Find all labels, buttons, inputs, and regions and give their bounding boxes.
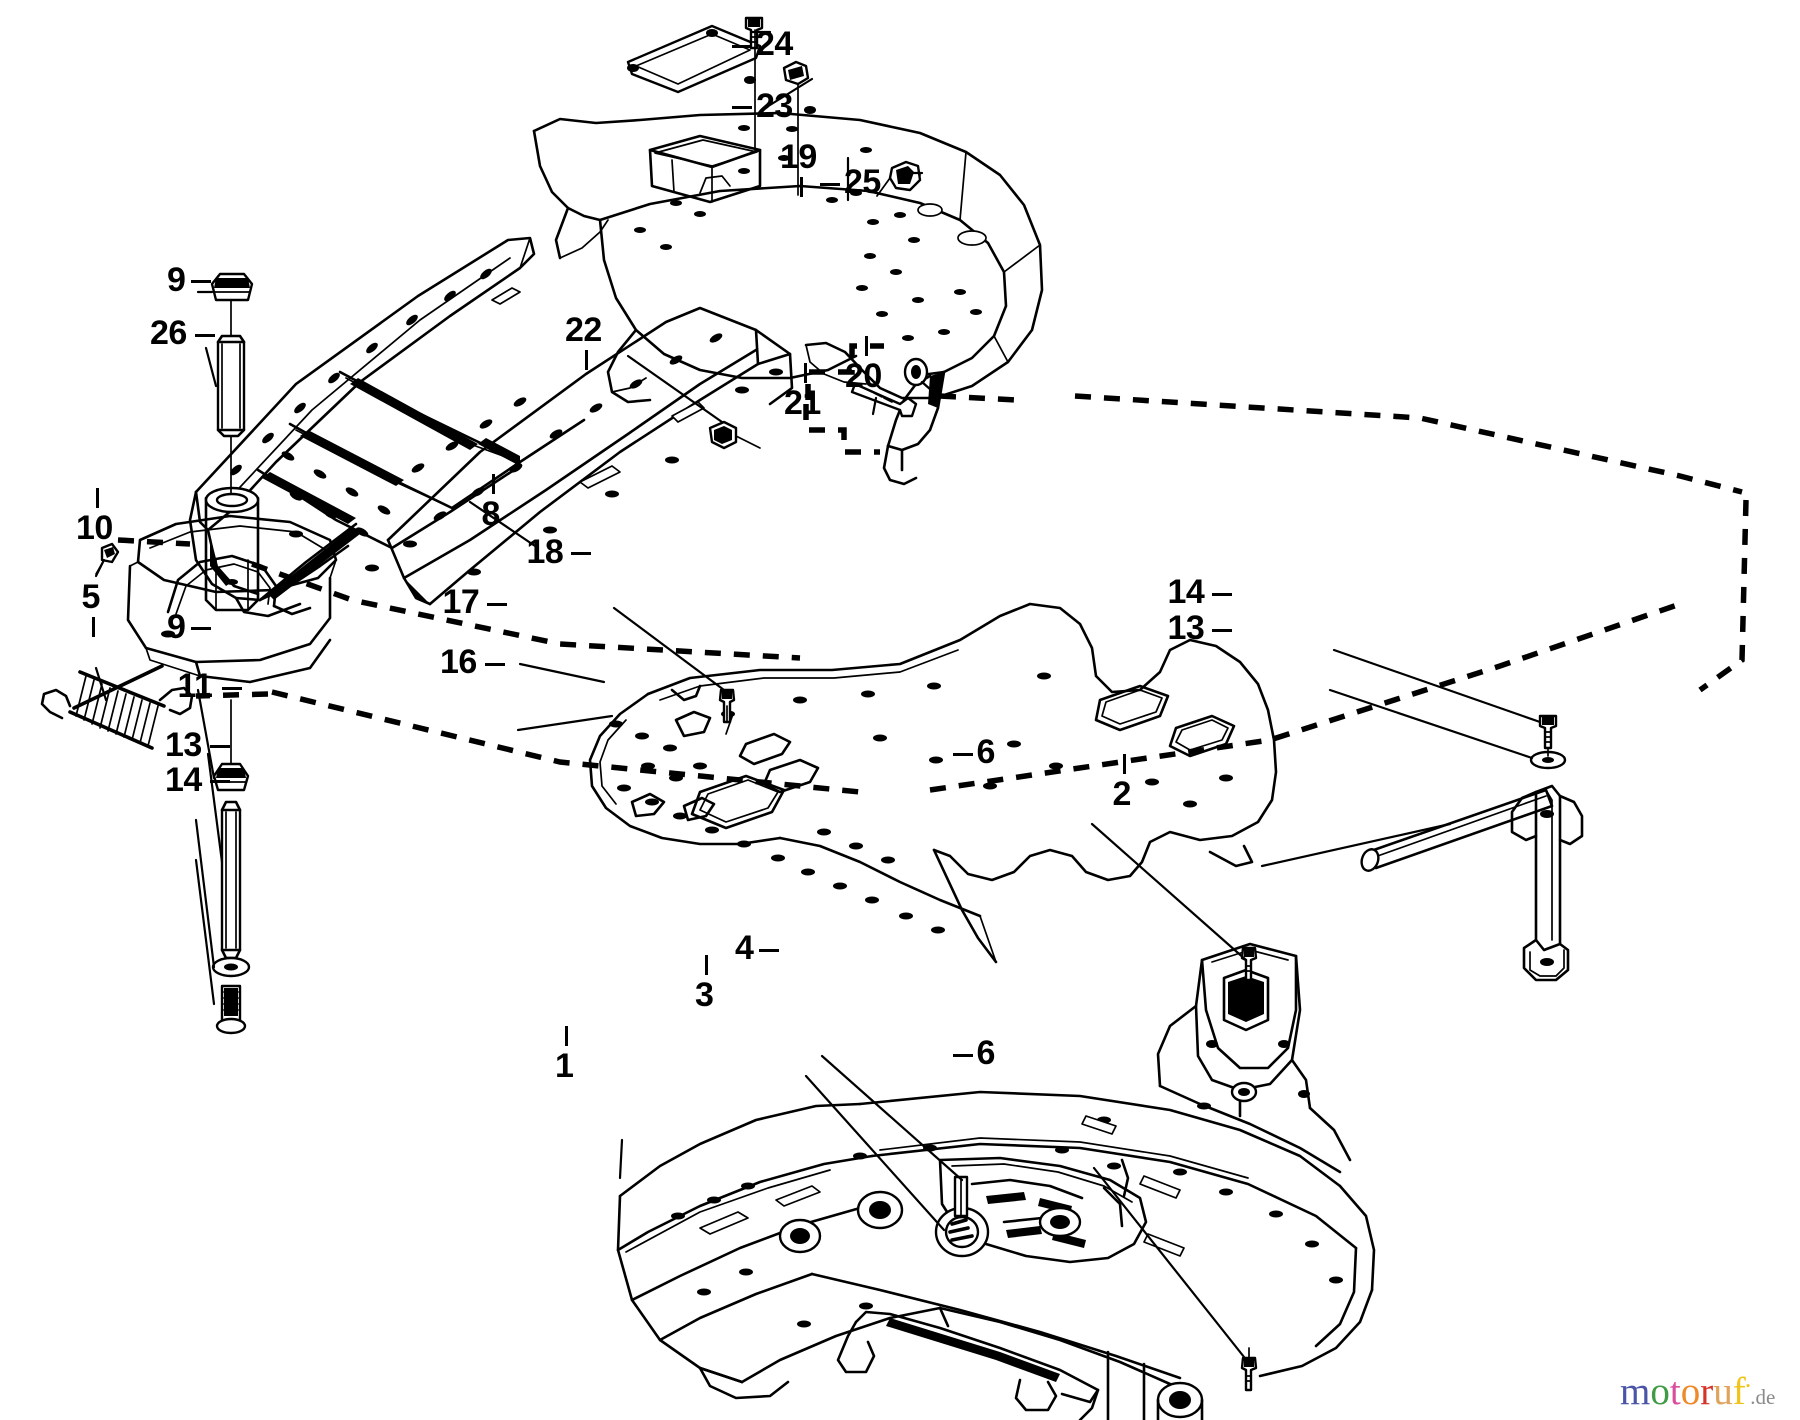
callout-tick-16 (484, 662, 505, 666)
callout-6: 6 (976, 1034, 996, 1072)
callout-2: 2 (1112, 774, 1132, 813)
callout-tick-4 (759, 948, 780, 952)
callout-tick-1 (565, 1025, 569, 1046)
callout-21: 21 (784, 384, 821, 422)
callout-tick-20 (865, 336, 869, 356)
nut-22-part (708, 420, 761, 450)
leader-lines (94, 30, 1542, 1364)
callout-tick-3 (705, 954, 709, 975)
callout-25: 25 (844, 163, 881, 201)
spacer-26-assembly (210, 272, 254, 495)
callout-9: 9 (167, 607, 186, 646)
callout-23: 23 (756, 86, 793, 125)
callout-14: 14 (1167, 573, 1205, 611)
callout-24: 24 (756, 25, 793, 63)
watermark-letter: u (1713, 1370, 1733, 1413)
callout-tick-9 (191, 280, 212, 284)
rod-11-assembly (211, 699, 251, 1035)
callout-5: 5 (81, 578, 101, 616)
watermark-letter: o (1680, 1370, 1701, 1413)
screw-21-part (850, 382, 918, 418)
callout-11: 11 (177, 667, 213, 705)
callout-16: 16 (440, 643, 477, 681)
callout-tick-22 (585, 350, 589, 370)
callout-tick-6 (952, 752, 973, 756)
callout-tick-6 (952, 1053, 973, 1057)
callout-3: 3 (695, 975, 714, 1014)
watermark-dot-accent: • (1745, 1378, 1751, 1393)
callout-1: 1 (555, 1046, 574, 1085)
screw-18-part (718, 688, 736, 735)
callout-tick-13 (209, 745, 230, 749)
bushing-20-part (903, 357, 929, 387)
callout-tick-9 (191, 627, 212, 631)
callout-tick-21 (804, 363, 808, 383)
callout-tick-8 (491, 473, 495, 494)
callout-8: 8 (481, 494, 501, 533)
callout-13: 13 (165, 725, 202, 764)
callout-18: 18 (526, 532, 564, 571)
watermark-letter: o (1650, 1370, 1670, 1413)
rear-mount-tower (1156, 942, 1312, 1118)
callout-9: 9 (167, 260, 186, 299)
callout-10: 10 (76, 509, 113, 547)
callout-13: 13 (1167, 609, 1205, 647)
callout-tick-17 (487, 602, 508, 606)
callout-tick-18 (571, 552, 592, 556)
callout-14: 14 (165, 760, 202, 799)
tension-spring-5-part (40, 664, 194, 750)
callout-tick-14 (209, 780, 230, 784)
screw-6-top-part (1240, 946, 1258, 997)
cover-plate-part (626, 24, 816, 114)
callout-17: 17 (442, 583, 480, 621)
clip-nut-25-part (876, 160, 922, 197)
screw-6-bottom-part (1240, 1347, 1258, 1392)
callout-20: 20 (845, 357, 882, 395)
watermark-letter: m (1620, 1370, 1651, 1413)
motoruf-watermark: motoruf•.de (1620, 1372, 1775, 1411)
callout-tick-25 (820, 182, 840, 186)
callout-6: 6 (976, 733, 996, 771)
callout-22: 22 (565, 311, 602, 349)
upper-frame-assembly (95, 236, 794, 684)
watermark-tld: .de (1750, 1385, 1776, 1409)
callout-tick-26 (194, 333, 215, 337)
watermark-letter: t (1669, 1370, 1681, 1413)
callout-tick-13 (1212, 628, 1233, 632)
callout-tick-14 (1212, 592, 1233, 596)
lower-frame-assembly (616, 942, 1376, 1420)
bushing-3-part (934, 1206, 990, 1258)
callout-tick-2 (1122, 753, 1126, 774)
callout-tick-19 (800, 177, 804, 197)
callout-26: 26 (150, 314, 187, 352)
axle-and-bracket-assembly (1360, 714, 1584, 982)
callout-tick-23 (732, 106, 752, 110)
callout-tick-24 (732, 44, 752, 48)
screw-4-part (953, 1175, 969, 1218)
callout-tick-10 (96, 488, 100, 508)
callout-19: 19 (780, 138, 817, 176)
watermark-letter: f (1732, 1370, 1746, 1413)
watermark-letter: r (1700, 1370, 1714, 1413)
callout-tick-11 (222, 686, 243, 690)
floor-panel-assembly (588, 602, 1278, 964)
callout-4: 4 (735, 929, 754, 967)
callout-tick-5 (91, 617, 95, 637)
